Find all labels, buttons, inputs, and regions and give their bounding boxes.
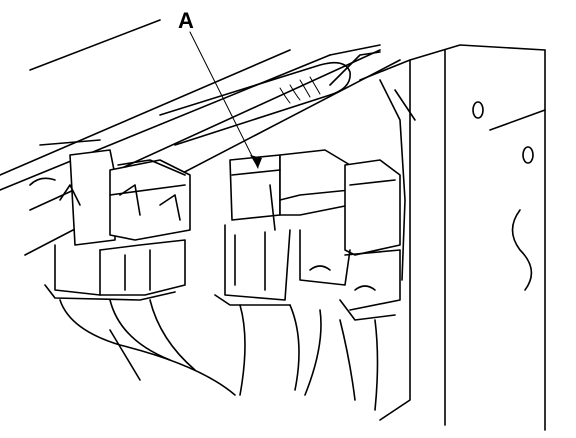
callout-leader [189, 31, 262, 169]
relay-left-pair [29, 149, 191, 301]
relay-right [299, 159, 401, 321]
side-panel [359, 44, 546, 431]
wire-bundle [59, 299, 379, 411]
callout-label-a: A [178, 8, 194, 33]
harness-tube [159, 61, 351, 146]
relay-a [214, 149, 351, 306]
